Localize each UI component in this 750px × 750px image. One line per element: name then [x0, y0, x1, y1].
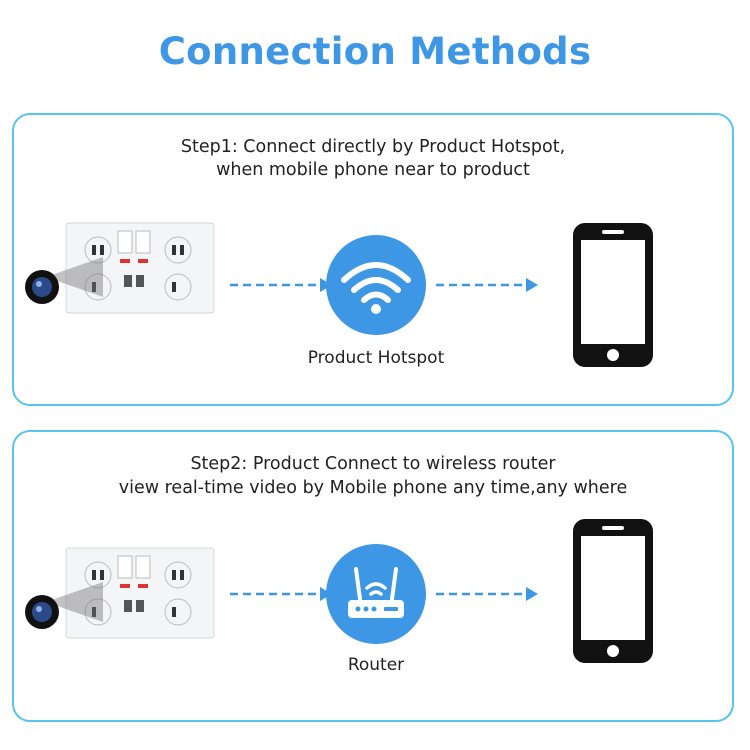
step1-line1: Step1: Connect directly by Product Hotsp…	[180, 137, 566, 157]
smartphone-icon	[573, 519, 653, 663]
step2-line2: view real-time video by Mobile phone any…	[118, 478, 628, 498]
router-label: Router	[347, 655, 405, 675]
hotspot-node	[326, 235, 426, 335]
flow-arrow-left	[230, 278, 332, 292]
smartphone-icon	[573, 223, 653, 367]
flow-arrow-left	[230, 587, 332, 601]
step1-panel: Step1: Connect directly by Product Hotsp…	[12, 113, 734, 406]
hotspot-label: Product Hotspot	[307, 348, 445, 368]
flow-arrow-right	[436, 587, 538, 601]
step1-line2: when mobile phone near to product	[216, 160, 530, 180]
router-icon	[348, 567, 404, 618]
flow-arrow-right	[436, 278, 538, 292]
wall-socket-camera-image	[25, 547, 215, 639]
wall-socket-camera-image	[25, 222, 215, 314]
wifi-icon	[341, 262, 411, 314]
page-title: Connection Methods	[158, 30, 592, 73]
router-node	[326, 544, 426, 644]
step2-line1: Step2: Product Connect to wireless route…	[190, 454, 556, 474]
step2-panel: Step2: Product Connect to wireless route…	[12, 430, 734, 722]
